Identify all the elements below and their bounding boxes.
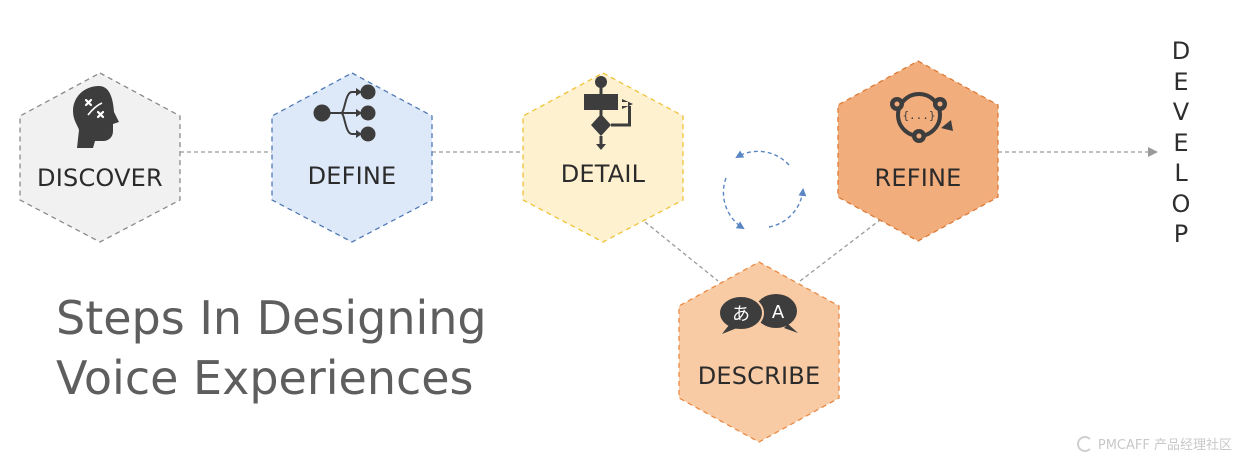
step-label-refine: REFINE bbox=[874, 164, 961, 192]
develop-letter: O bbox=[1171, 189, 1191, 218]
step-label-detail: DETAIL bbox=[561, 160, 646, 188]
svg-text:{...}: {...} bbox=[902, 109, 935, 122]
develop-letter: L bbox=[1174, 159, 1188, 187]
translate-right-glyph: A bbox=[772, 302, 785, 323]
develop-letter: P bbox=[1173, 220, 1189, 248]
branch-arrows-icon bbox=[313, 84, 376, 142]
hexagon-refine bbox=[837, 60, 999, 242]
connectors bbox=[180, 147, 1158, 282]
develop-letter: E bbox=[1173, 128, 1189, 157]
pmcaff-logo-icon bbox=[1076, 435, 1093, 452]
step-discover: DISCOVER bbox=[19, 72, 181, 243]
step-label-discover: DISCOVER bbox=[37, 164, 163, 192]
step-define: DEFINE bbox=[271, 72, 433, 243]
title-line-2: Voice Experiences bbox=[56, 351, 474, 405]
develop-letter: D bbox=[1171, 37, 1191, 65]
step-refine: {...} REFINE bbox=[837, 60, 999, 242]
page-title: Steps In Designing Voice Experiences bbox=[56, 288, 487, 408]
watermark: PMCAFF 产品经理社区 bbox=[1076, 434, 1232, 453]
connector-describe-refine bbox=[799, 219, 881, 282]
iteration-cycle-icon bbox=[722, 150, 807, 230]
develop-label: D E V E L O P bbox=[1166, 36, 1196, 250]
hexagon-discover bbox=[19, 72, 181, 243]
step-describe: あ A DESCRIBE bbox=[678, 261, 840, 443]
step-detail: DETAIL bbox=[522, 72, 684, 243]
translate-bubbles-icon: あ A bbox=[718, 294, 798, 334]
step-label-describe: DESCRIBE bbox=[698, 362, 821, 390]
watermark-text: PMCAFF 产品经理社区 bbox=[1097, 438, 1232, 453]
title-line-1: Steps In Designing bbox=[56, 291, 487, 345]
hexagon-describe bbox=[678, 261, 840, 443]
head-thinking-icon bbox=[73, 86, 119, 148]
flowchart-icon bbox=[584, 76, 633, 150]
hexagon-detail bbox=[522, 72, 684, 243]
hexagon-define bbox=[271, 72, 433, 243]
develop-letter: E bbox=[1173, 67, 1189, 96]
develop-letter: V bbox=[1172, 98, 1190, 126]
step-label-define: DEFINE bbox=[308, 162, 397, 190]
connector-detail-describe bbox=[644, 221, 719, 282]
translate-left-glyph: あ bbox=[732, 304, 750, 325]
refine-cycle-icon: {...} bbox=[890, 92, 953, 143]
